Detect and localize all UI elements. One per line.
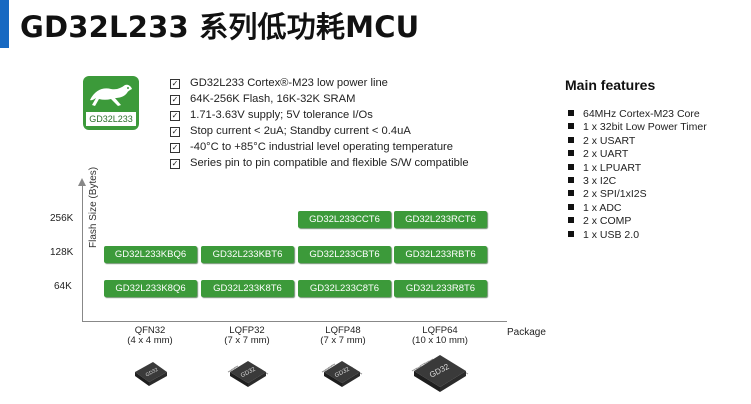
product-logo: GD32L233 xyxy=(83,76,139,130)
y-tick-256k: 256K xyxy=(50,213,74,224)
part-chip: GD32L233CBT6 xyxy=(298,246,391,263)
part-chip: GD32L233R8T6 xyxy=(394,280,487,297)
main-feature-item: 3 x I2C xyxy=(568,175,707,188)
main-feature-item: 2 x USART xyxy=(568,135,707,148)
main-feature-item: 64MHz Cortex-M23 Core xyxy=(568,108,707,121)
package-label: LQFP48 (7 x 7 mm) xyxy=(320,325,366,346)
part-chip: GD32L233K8T6 xyxy=(201,280,294,297)
part-chip: GD32L233RBT6 xyxy=(394,246,487,263)
part-chip: GD32L233KBQ6 xyxy=(104,246,197,263)
main-feature-item: 2 x SPI/1xI2S xyxy=(568,188,707,201)
x-axis-label: Package xyxy=(507,327,546,338)
bullet-icon xyxy=(568,163,574,170)
main-feature-item: 1 x LPUART xyxy=(568,162,707,175)
leopard-icon xyxy=(90,84,132,106)
lqfp48-chip-icon: GD32 xyxy=(321,361,363,387)
feature-item: ✓64K-256K Flash, 16K-32K SRAM xyxy=(170,93,356,105)
package-label: LQFP64 (10 x 10 mm) xyxy=(412,325,468,346)
package-label: LQFP32 (7 x 7 mm) xyxy=(224,325,270,346)
bullet-icon xyxy=(568,110,574,116)
bullet-icon xyxy=(568,176,574,183)
lqfp32-chip-icon: GD32 xyxy=(227,361,269,387)
y-tick-64k: 64K xyxy=(54,281,72,292)
feature-item: ✓1.71-3.63V supply; 5V tolerance I/Os xyxy=(170,109,373,121)
x-axis xyxy=(82,321,507,322)
page-title: GD32L233 系列低功耗MCU xyxy=(20,10,420,44)
y-axis xyxy=(82,185,83,322)
y-axis-arrow xyxy=(78,178,86,186)
checkbox-icon: ✓ xyxy=(170,111,180,121)
main-feature-item: 1 x 32bit Low Power Timer xyxy=(568,121,707,134)
bullet-icon xyxy=(568,217,574,224)
main-feature-item: 1 x USB 2.0 xyxy=(568,229,707,242)
feature-item: ✓GD32L233 Cortex®-M23 low power line xyxy=(170,77,388,89)
feature-item: ✓Series pin to pin compatible and flexib… xyxy=(170,157,469,169)
checkbox-icon: ✓ xyxy=(170,159,180,169)
chip-marking: GD32 xyxy=(145,367,160,379)
y-tick-128k: 128K xyxy=(50,247,74,258)
checkbox-icon: ✓ xyxy=(170,143,180,153)
main-features-title: Main features xyxy=(565,77,656,93)
part-chip: GD32L233K8Q6 xyxy=(104,280,197,297)
bullet-icon xyxy=(568,190,574,197)
feature-list: ✓GD32L233 Cortex®-M23 low power line ✓64… xyxy=(170,75,469,171)
logo-label: GD32L233 xyxy=(86,112,136,126)
part-chip: GD32L233CCT6 xyxy=(298,211,391,228)
bullet-icon xyxy=(568,203,574,210)
checkbox-icon: ✓ xyxy=(170,127,180,137)
bullet-icon xyxy=(568,136,574,143)
bullet-icon xyxy=(568,150,574,157)
bullet-icon xyxy=(568,230,574,237)
lqfp64-chip-icon: GD32 xyxy=(411,355,469,392)
qfn32-chip-icon: GD32 xyxy=(135,362,167,386)
feature-item: ✓Stop current < 2uA; Standby current < 0… xyxy=(170,125,411,137)
y-axis-label: Flash Size (Bytes) xyxy=(88,166,99,248)
package-label: QFN32 (4 x 4 mm) xyxy=(127,325,173,346)
main-feature-item: 1 x ADC xyxy=(568,202,707,215)
bullet-icon xyxy=(568,123,574,130)
part-chip: GD32L233KBT6 xyxy=(201,246,294,263)
main-features-list: 64MHz Cortex-M23 Core 1 x 32bit Low Powe… xyxy=(568,108,707,242)
part-chip: GD32L233RCT6 xyxy=(394,211,487,228)
title-accent-bar xyxy=(0,0,9,48)
main-feature-item: 2 x COMP xyxy=(568,215,707,228)
part-chip: GD32L233C8T6 xyxy=(298,280,391,297)
feature-item: ✓-40°C to +85°C industrial level operati… xyxy=(170,141,453,153)
main-feature-item: 2 x UART xyxy=(568,148,707,161)
checkbox-icon: ✓ xyxy=(170,79,180,89)
checkbox-icon: ✓ xyxy=(170,95,180,105)
